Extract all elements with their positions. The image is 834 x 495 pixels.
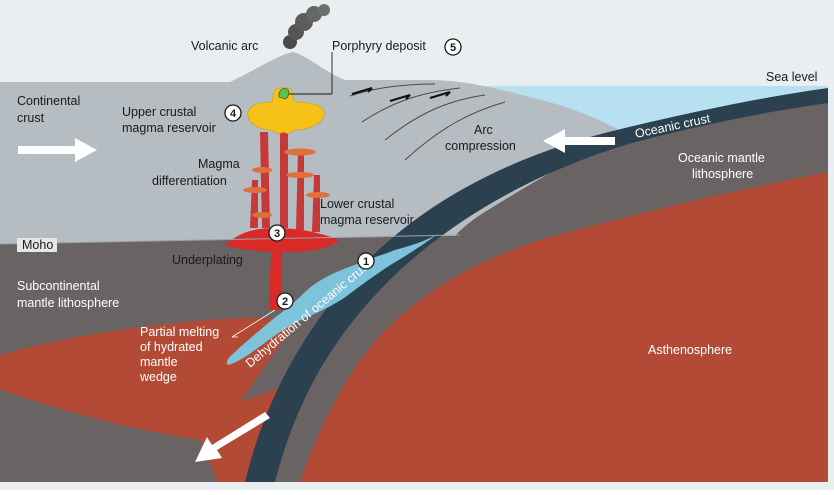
upper-crustal-reservoir [247, 87, 325, 134]
label-magma-diff-2: differentiation [152, 174, 227, 188]
label-arc-compression-2: compression [445, 139, 516, 153]
svg-text:1: 1 [363, 256, 369, 268]
svg-text:2: 2 [282, 296, 288, 308]
marker-4: 4 [224, 104, 242, 122]
sill-6 [252, 212, 272, 218]
label-oceanic-mantle-2: lithosphere [692, 167, 753, 181]
dike-5 [312, 175, 320, 232]
label-continental-crust-1: Continental [17, 94, 80, 108]
oceanic-mantle-lithosphere [272, 95, 828, 482]
marker-5: 5 [444, 38, 462, 56]
sea [475, 86, 828, 132]
oceanic-crust-slab [245, 88, 828, 482]
sill-2 [252, 167, 272, 173]
subduction-arrow [195, 412, 270, 462]
label-lower-reservoir-1: Lower crustal [320, 197, 394, 211]
marker-1: 1 [357, 252, 375, 270]
dike-1 [260, 132, 270, 228]
svg-text:4: 4 [230, 108, 237, 120]
smoke-plume [283, 4, 330, 49]
svg-text:3: 3 [274, 228, 280, 240]
label-upper-reservoir-2: magma reservoir [122, 121, 216, 135]
label-sea-level: Sea level [766, 70, 817, 84]
label-partial-melting-4: wedge [139, 370, 177, 384]
oceanic-arrow [543, 129, 615, 153]
svg-text:5: 5 [450, 42, 456, 54]
melting-leader [231, 309, 276, 338]
underplating-body [225, 228, 340, 252]
moho-line [0, 234, 461, 245]
magma-plumbing [225, 132, 340, 310]
thrust-faults [349, 83, 506, 161]
label-volcanic-arc: Volcanic arc [191, 39, 258, 53]
sill-1 [284, 148, 316, 156]
label-lower-reservoir-2: magma reservoir [320, 213, 414, 227]
label-magma-diff-1: Magma [198, 157, 240, 171]
dehydration-fluid [226, 232, 440, 365]
label-underplating: Underplating [172, 253, 243, 267]
sill-4 [286, 172, 314, 178]
label-porphyry-deposit: Porphyry deposit [332, 39, 426, 53]
label-continental-crust-2: crust [17, 111, 45, 125]
thrust-arrows [351, 87, 451, 102]
label-arc-compression-1: Arc [474, 123, 493, 137]
sill-5 [306, 192, 330, 198]
continental-arrow [18, 138, 97, 162]
label-upper-reservoir-1: Upper crustal [122, 105, 196, 119]
label-asthenosphere: Asthenosphere [648, 343, 732, 357]
porphyry-deposit [278, 88, 290, 100]
marker-3: 3 [268, 224, 286, 242]
label-partial-melting-3: mantle [140, 355, 178, 369]
label-partial-melting-1: Partial melting [140, 325, 219, 339]
moho-box [17, 238, 57, 252]
label-moho: Moho [22, 238, 53, 252]
dike-3 [296, 150, 304, 230]
label-subcontinental-1: Subcontinental [17, 279, 100, 293]
label-subcontinental-2: mantle lithosphere [17, 296, 119, 310]
sill-3 [243, 187, 267, 193]
lower-lithosphere [0, 390, 218, 482]
label-partial-melting-2: of hydrated [140, 340, 203, 354]
label-oceanic-mantle-1: Oceanic mantle [678, 151, 765, 165]
dike-2 [280, 132, 288, 228]
marker-2: 2 [276, 292, 294, 310]
